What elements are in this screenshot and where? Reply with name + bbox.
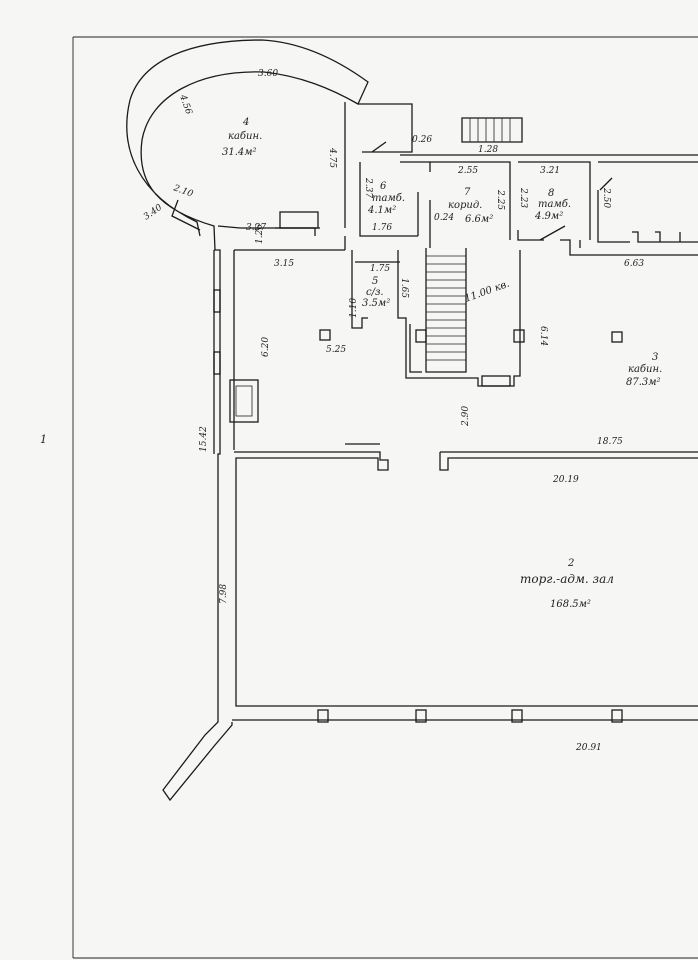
room-7-label: 7 корид. 6.6м²: [448, 187, 493, 225]
room-6-label: 6 тамб. 4.1м²: [367, 181, 405, 216]
room-6-name: тамб.: [372, 193, 405, 204]
room-8-number: 8: [548, 188, 554, 199]
page-border: [72, 36, 698, 959]
dim-1-28: 1.28: [478, 145, 498, 155]
room-7-area: 6.6м²: [465, 214, 493, 225]
room-3-label: 3 кабин. 87.3м²: [626, 352, 662, 388]
dim-1-75: 1.75: [370, 264, 390, 274]
dim-3-40: 3.40: [142, 203, 164, 223]
dim-2-37: 2.37: [363, 177, 373, 198]
dim-6-63: 6.63: [624, 259, 644, 269]
central-walls: [234, 211, 623, 387]
dim-3-60: 3.60: [258, 69, 278, 79]
dim-3-21: 3.21: [540, 166, 560, 176]
room-5-label: 5 с/з. 3.5м²: [362, 276, 390, 309]
room-4-name: кабин.: [228, 131, 262, 142]
dim-6-20: 6.20: [261, 337, 271, 357]
room-5-number: 5: [372, 276, 378, 287]
dim-18-75: 18.75: [597, 437, 623, 447]
dim-3-15: 3.15: [274, 259, 294, 269]
dim-2-90: 2.90: [461, 406, 471, 427]
dimension-labels: 3.60 4.56 4.75 2.10 3.40 3.27 1.26 0.26 …: [142, 69, 644, 753]
room-7-number: 7: [464, 187, 471, 198]
dim-6-14: 6.14: [538, 326, 548, 346]
room-6-number: 6: [380, 181, 387, 192]
stair-label: 11.00 кв.: [463, 278, 511, 304]
room-5-name: с/з.: [366, 287, 384, 298]
room-2-number: 2: [567, 558, 574, 569]
room-8-name: тамб.: [538, 199, 571, 210]
room-2-label: 2 торг.-адм. зал 168.5м²: [520, 558, 614, 610]
dim-2-50: 2.50: [601, 187, 611, 208]
room-3-name: кабин.: [628, 364, 662, 375]
room-5-area: 3.5м²: [362, 298, 390, 309]
dim-1-10: 1.10: [349, 298, 359, 318]
dim-7-98: 7.98: [219, 584, 229, 604]
dim-1-26: 1.26: [255, 224, 265, 244]
hall-walls: [232, 443, 698, 723]
dim-2-10: 2.10: [171, 183, 194, 200]
dim-15-42: 15.42: [199, 426, 209, 452]
room-3-area: 87.3м²: [626, 377, 661, 388]
room-4-area: 31.4м²: [222, 147, 257, 158]
dim-4-56: 4.56: [177, 93, 194, 116]
dim-1-76: 1.76: [372, 223, 392, 233]
left-outer-wall: [162, 249, 259, 802]
room-3-number: 3: [652, 352, 658, 363]
room-7-name: корид.: [448, 200, 482, 211]
dim-1-65: 1.65: [399, 278, 409, 298]
upper-rooms-walls: [358, 103, 698, 256]
room-4-label: 4 кабин. 31.4м²: [222, 117, 262, 158]
dim-2-23: 2.23: [518, 187, 528, 208]
room-8-label: 8 тамб. 4.9м²: [534, 188, 571, 222]
room-2-name: торг.-адм. зал: [520, 572, 614, 586]
room-6-area: 4.1м²: [367, 205, 396, 216]
room-4-number: 4: [242, 117, 249, 128]
dim-3-27: 3.27: [246, 223, 266, 233]
dim-20-19: 20.19: [552, 475, 579, 485]
dim-2-25: 2.25: [495, 189, 505, 210]
dim-4-75: 4.75: [327, 147, 337, 168]
dim-0-26: 0.26: [412, 135, 432, 145]
rounded-cabinet-walls: [126, 39, 369, 251]
dim-2-55: 2.55: [457, 166, 478, 176]
dim-5-25: 5.25: [326, 345, 346, 355]
room-2-area: 168.5м²: [550, 599, 591, 610]
page-mark: 1: [40, 433, 47, 446]
room-8-area: 4.9м²: [534, 211, 563, 222]
dim-20-91: 20.91: [575, 743, 602, 753]
dim-0-24: 0.24: [434, 213, 454, 223]
